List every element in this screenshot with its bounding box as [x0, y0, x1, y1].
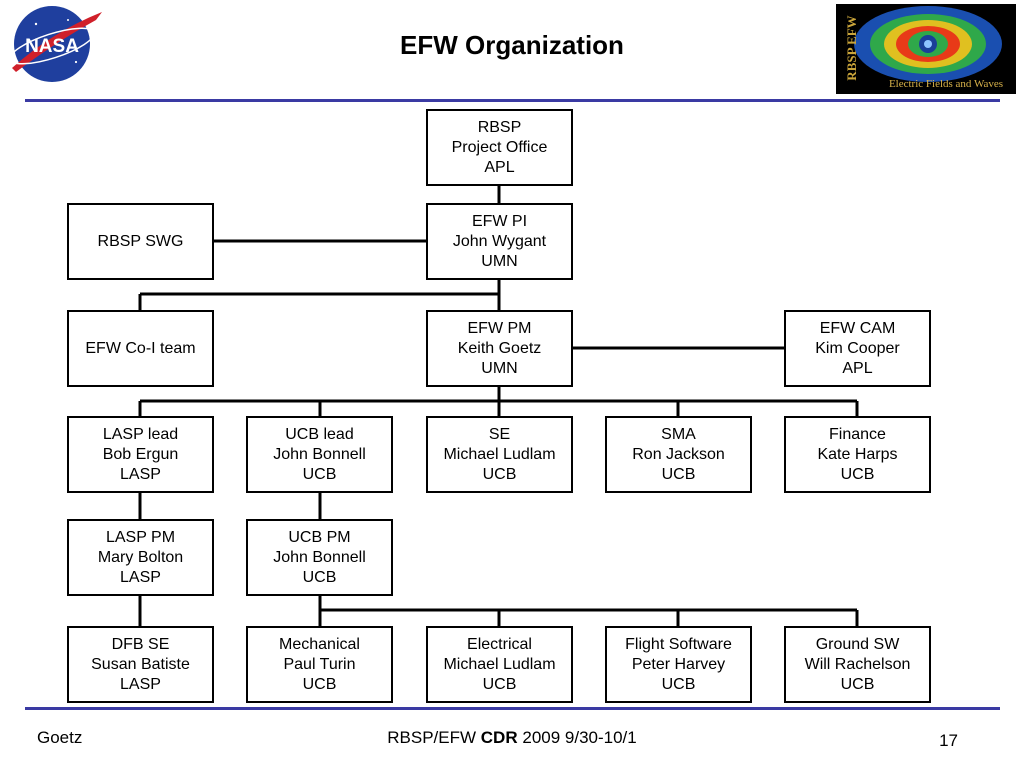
node-line: Will Rachelson — [804, 655, 911, 673]
node-line: Michael Ludlam — [443, 655, 556, 673]
node-line: LASP — [120, 675, 161, 693]
node-lasp-lead: LASP lead Bob Ergun LASP — [67, 416, 214, 493]
footer-center: RBSP/EFW CDR 2009 9/30-10/1 — [0, 728, 1024, 748]
node-line: UCB — [302, 675, 337, 693]
node-line: APL — [484, 158, 515, 176]
footer-author: Goetz — [37, 728, 83, 747]
node-line: UCB — [661, 465, 696, 483]
node-line: Finance — [829, 425, 886, 443]
node-line: LASP lead — [102, 425, 179, 443]
node-line: RBSP — [477, 118, 522, 136]
node-ucb-lead: UCB lead John Bonnell UCB — [246, 416, 393, 493]
node-line: Project Office — [451, 138, 548, 156]
footer-center-prefix: RBSP/EFW — [387, 728, 477, 747]
node-line: LASP PM — [105, 528, 176, 546]
node-ground-sw: Ground SW Will Rachelson UCB — [784, 626, 931, 703]
footer-center-suffix: 2009 9/30-10/1 — [522, 728, 637, 747]
node-line: UCB — [482, 675, 517, 693]
page-title: EFW Organization — [400, 30, 624, 60]
node-line: DFB SE — [111, 635, 170, 653]
node-mechanical: Mechanical Paul Turin UCB — [246, 626, 393, 703]
nasa-logo: NASA — [9, 6, 102, 82]
node-sma: SMA Ron Jackson UCB — [605, 416, 752, 493]
radiation-belts-graphic — [854, 6, 1002, 82]
page-number: 17 — [939, 731, 958, 750]
node-line: John Bonnell — [273, 445, 366, 463]
node-line: UMN — [481, 252, 518, 270]
node-coi-team: EFW Co-I team — [67, 310, 214, 387]
node-line: John Bonnell — [273, 548, 366, 566]
node-line: Ron Jackson — [632, 445, 725, 463]
node-line: EFW PI — [471, 212, 528, 230]
node-line: UCB lead — [285, 425, 354, 443]
node-line: John Wygant — [452, 232, 547, 250]
node-line: Electrical — [467, 635, 532, 653]
node-line: SMA — [661, 425, 696, 443]
node-line: Michael Ludlam — [443, 445, 556, 463]
node-swg: RBSP SWG — [67, 203, 214, 280]
node-efw-pi: EFW PI John Wygant UMN — [426, 203, 573, 280]
node-line: UCB — [302, 568, 337, 586]
node-lasp-pm: LASP PM Mary Bolton LASP — [67, 519, 214, 596]
node-ucb-pm: UCB PM John Bonnell UCB — [246, 519, 393, 596]
node-dfb-se: DFB SE Susan Batiste LASP — [67, 626, 214, 703]
node-line: UCB — [302, 465, 337, 483]
node-line: UCB — [661, 675, 696, 693]
node-efw-cam: EFW CAM Kim Cooper APL — [784, 310, 931, 387]
node-flight-software: Flight Software Peter Harvey UCB — [605, 626, 752, 703]
node-line: LASP — [120, 568, 161, 586]
node-line: Kim Cooper — [815, 339, 900, 357]
node-project-office: RBSP Project Office APL — [426, 109, 573, 186]
rbsp-efw-caption: Electric Fields and Waves — [888, 78, 1004, 90]
node-line: UCB PM — [288, 528, 351, 546]
node-line: EFW Co-I team — [85, 339, 196, 357]
node-line: SE — [488, 425, 511, 443]
node-efw-pm: EFW PM Keith Goetz UMN — [426, 310, 573, 387]
node-line: Ground SW — [815, 635, 900, 653]
nasa-wordmark: NASA — [25, 36, 79, 57]
node-line: Paul Turin — [283, 655, 356, 673]
node-line: RBSP SWG — [97, 232, 184, 250]
node-line: UCB — [840, 675, 875, 693]
node-line: Mechanical — [279, 635, 360, 653]
footer-center-bold: CDR — [480, 728, 518, 747]
node-line: UCB — [840, 465, 875, 483]
node-line: Mary Bolton — [97, 548, 184, 566]
node-line: Peter Harvey — [631, 655, 726, 673]
node-line: Flight Software — [625, 635, 732, 653]
node-line: LASP — [120, 465, 161, 483]
node-line: APL — [842, 359, 873, 377]
node-line: UMN — [481, 359, 518, 377]
footer-rule — [25, 707, 1000, 710]
node-se: SE Michael Ludlam UCB — [426, 416, 573, 493]
node-line: EFW PM — [467, 319, 532, 337]
node-line: Susan Batiste — [91, 655, 190, 673]
header-rule — [25, 99, 1000, 102]
node-line: EFW CAM — [819, 319, 896, 337]
node-line: UCB — [482, 465, 517, 483]
node-line: Bob Ergun — [102, 445, 179, 463]
rbsp-efw-logo: RBSP EFW Electric Fields and Waves — [836, 4, 1016, 94]
node-finance: Finance Kate Harps UCB — [784, 416, 931, 493]
node-line: Kate Harps — [817, 445, 898, 463]
node-line: Keith Goetz — [457, 339, 542, 357]
node-electrical: Electrical Michael Ludlam UCB — [426, 626, 573, 703]
